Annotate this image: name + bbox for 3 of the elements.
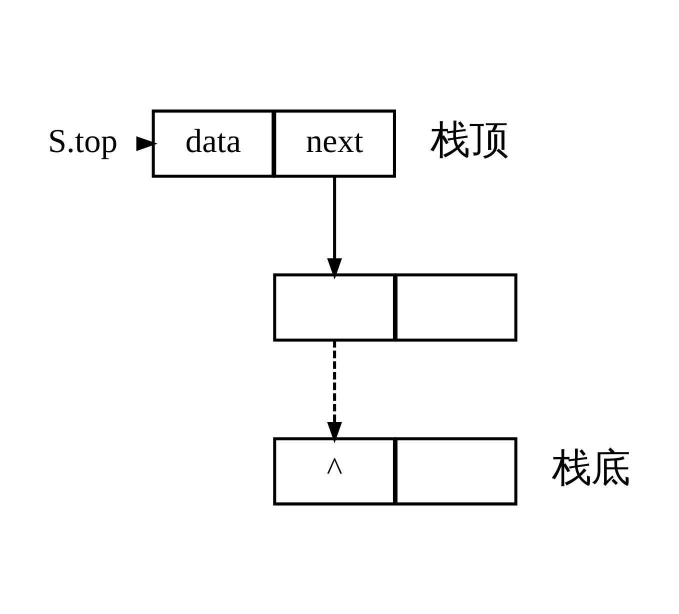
node-text: S.top bbox=[48, 122, 118, 160]
label: 栈底 bbox=[552, 445, 630, 490]
label: 栈顶 bbox=[430, 118, 509, 162]
